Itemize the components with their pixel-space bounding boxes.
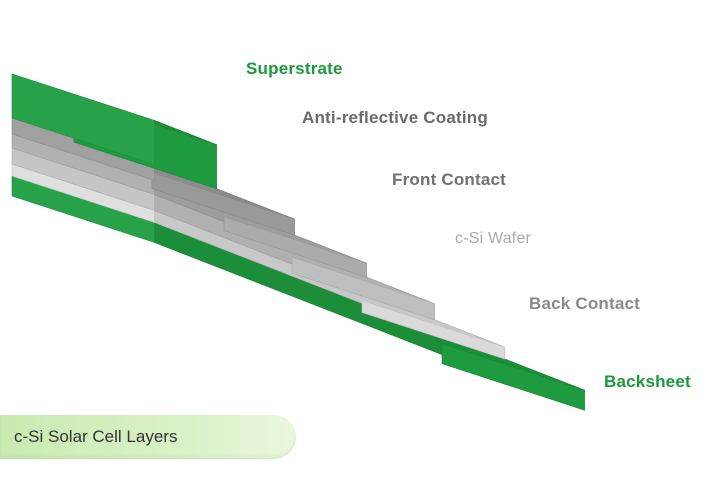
backsheet-end-face xyxy=(441,343,585,411)
caption-banner: c-Si Solar Cell Layers xyxy=(0,415,296,459)
superstrate-left-face xyxy=(11,73,155,165)
front-contact-label: Front Contact xyxy=(392,170,507,189)
backsheet-label: Backsheet xyxy=(604,372,691,391)
wafer-end-face xyxy=(291,256,435,321)
wafer-label: c-Si Wafer xyxy=(455,230,532,247)
back-contact-label: Back Contact xyxy=(529,294,641,313)
back_contact-end-face xyxy=(361,300,505,360)
front_contact-end-face xyxy=(223,216,367,278)
anti_reflective-end-face xyxy=(151,172,295,236)
anti-reflective-coating-label: Anti-reflective Coating xyxy=(302,108,488,127)
superstrate-label: Superstrate xyxy=(246,59,343,78)
caption-text: c-Si Solar Cell Layers xyxy=(14,427,178,446)
